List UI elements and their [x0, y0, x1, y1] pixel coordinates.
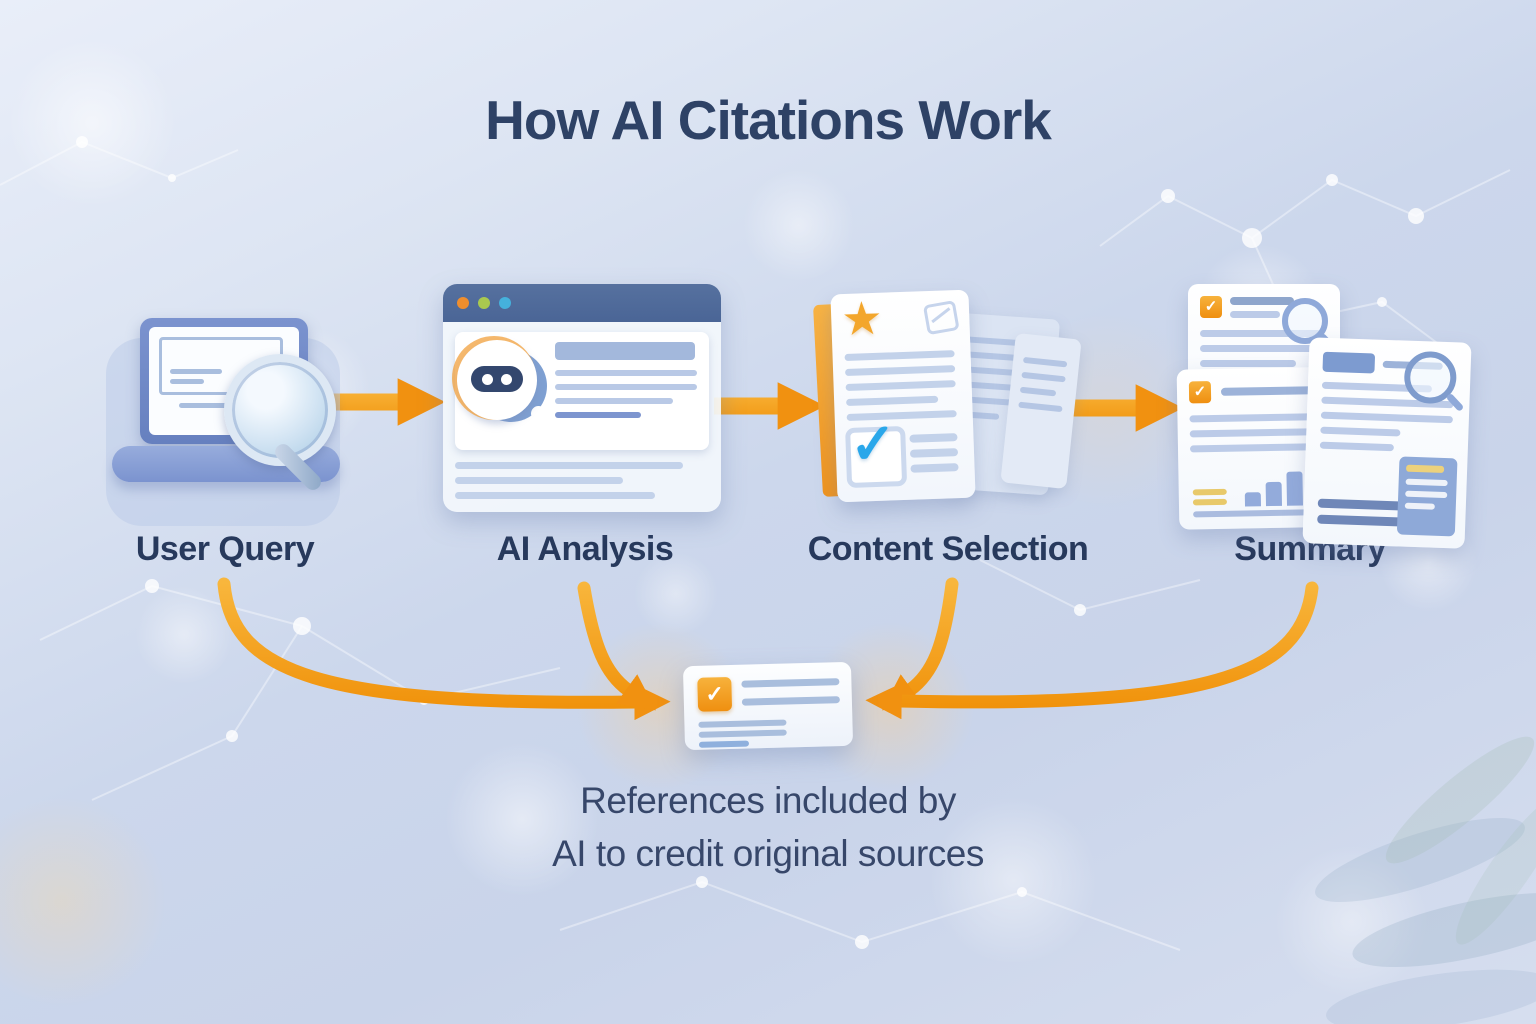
stage-label-ai-analysis: AI Analysis — [496, 530, 674, 568]
magnifier-icon — [224, 354, 336, 466]
orange-checkbox-icon: ✓ — [1188, 381, 1212, 404]
selected-document: ★ ✓ — [830, 289, 976, 503]
caption-line-1: References included by — [580, 780, 956, 821]
reference-caption: References included by AI to credit orig… — [0, 774, 1536, 880]
citation-card-icon — [1396, 456, 1458, 537]
content-selection-illustration: ★ ✓ — [813, 288, 1082, 516]
browser-text-lines — [455, 462, 709, 499]
browser-dot-green — [478, 297, 490, 309]
document-text-lines — [844, 350, 960, 421]
summary-illustration: ✓ ✓ — [1176, 282, 1472, 549]
blue-checkmark-icon: ✓ — [848, 411, 898, 476]
stage-label-content-selection: Content Selection — [807, 530, 1089, 568]
ai-analysis-illustration — [443, 284, 721, 512]
arrow-content-selection-to-references — [882, 577, 959, 711]
browser-body — [443, 322, 721, 512]
magnifier-icon — [1282, 298, 1328, 344]
browser-dot-orange — [457, 297, 469, 309]
checkbox-side-lines — [909, 426, 959, 480]
arrow-summary-to-references — [865, 581, 1319, 720]
browser-window — [443, 284, 721, 512]
chatbot-icon — [457, 340, 547, 426]
magnifier-icon — [1403, 350, 1458, 405]
plant-leaves-decoration — [1315, 736, 1536, 1024]
star-icon: ★ — [840, 291, 884, 346]
page-title: How AI Citations Work — [485, 89, 1052, 151]
header-block — [1322, 351, 1376, 374]
caption-line-2: AI to credit original sources — [552, 833, 984, 874]
chat-card — [455, 332, 709, 450]
reference-card: ✓ — [682, 661, 854, 751]
orange-checkbox-icon: ✓ — [697, 676, 733, 712]
chat-header-bar — [555, 342, 695, 360]
stage-label-user-query: User Query — [135, 530, 315, 568]
checkbox-outline-icon — [922, 300, 960, 336]
summary-document-front — [1302, 337, 1472, 549]
user-query-illustration — [106, 318, 347, 526]
orange-checkbox-icon: ✓ — [1200, 296, 1222, 318]
arrow-ai-analysis-to-references — [577, 581, 656, 711]
converging-arrows — [217, 577, 1319, 721]
browser-title-bar — [443, 284, 721, 322]
arrow-user-query-to-references — [217, 577, 671, 721]
browser-dot-blue — [499, 297, 511, 309]
